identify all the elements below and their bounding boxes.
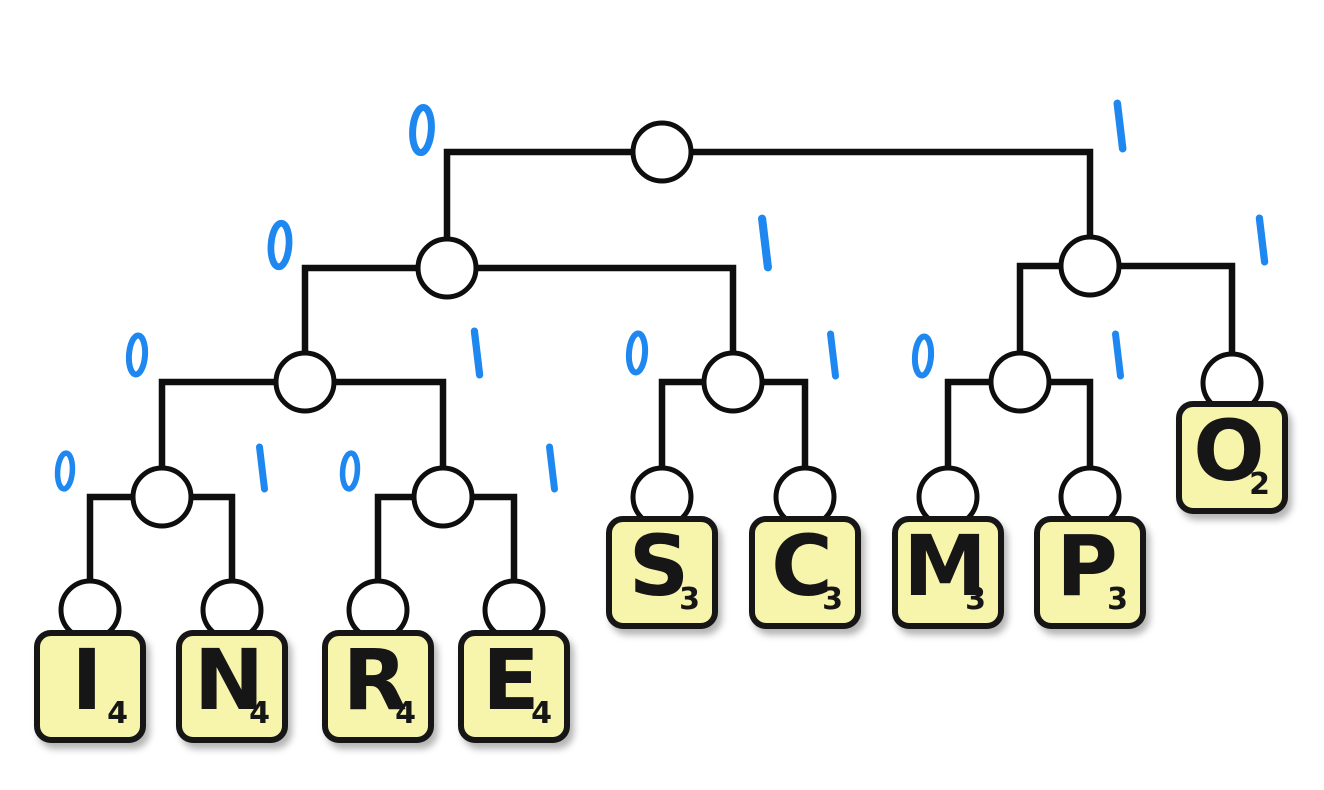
digit-1-stroke bbox=[758, 214, 772, 272]
bit-label-1 bbox=[758, 214, 772, 272]
edge-root-n6 bbox=[662, 148, 1094, 266]
digit-0-stroke bbox=[409, 103, 435, 157]
node-leaf-s bbox=[630, 465, 694, 529]
digit-0-stroke bbox=[54, 450, 76, 492]
digit-0-stroke bbox=[625, 330, 649, 376]
bit-label-1 bbox=[546, 443, 558, 493]
digit-0-stroke bbox=[911, 333, 935, 379]
edge-n6-leaf-o bbox=[1090, 262, 1236, 383]
edge-n1-n3 bbox=[447, 264, 737, 382]
digit-1-stroke bbox=[1112, 330, 1124, 380]
node-leaf-e bbox=[482, 578, 546, 642]
node-n7 bbox=[988, 350, 1052, 414]
bit-label-0 bbox=[54, 450, 76, 492]
bit-label-0 bbox=[125, 332, 149, 378]
digit-0-stroke bbox=[339, 450, 361, 492]
digit-1-stroke bbox=[470, 327, 484, 379]
edge-n1-n2 bbox=[301, 264, 447, 382]
node-n5 bbox=[411, 465, 475, 529]
node-n6 bbox=[1058, 234, 1122, 298]
bit-label-1 bbox=[256, 443, 268, 493]
digit-1-stroke bbox=[256, 443, 268, 493]
node-n3 bbox=[701, 350, 765, 414]
bit-label-0 bbox=[911, 333, 935, 379]
edge-n2-n5 bbox=[305, 378, 447, 497]
bit-label-0 bbox=[267, 219, 293, 271]
node-root bbox=[630, 120, 694, 184]
edges bbox=[86, 148, 1236, 610]
node-leaf-o bbox=[1200, 351, 1264, 415]
bit-labels bbox=[54, 99, 1269, 493]
digit-1-stroke bbox=[546, 443, 558, 493]
edge-n2-n4 bbox=[158, 378, 305, 497]
digit-1-stroke bbox=[827, 330, 839, 380]
digit-1-stroke bbox=[1113, 99, 1127, 153]
node-leaf-c bbox=[773, 465, 837, 529]
bit-label-1 bbox=[1113, 99, 1127, 153]
digit-0-stroke bbox=[125, 332, 149, 378]
bit-label-0 bbox=[339, 450, 361, 492]
node-leaf-p bbox=[1058, 465, 1122, 529]
node-n1 bbox=[415, 236, 479, 300]
bit-label-1 bbox=[1112, 330, 1124, 380]
digit-1-stroke bbox=[1255, 214, 1269, 266]
node-n2 bbox=[273, 350, 337, 414]
node-leaf-i bbox=[58, 578, 122, 642]
bit-label-1 bbox=[1255, 214, 1269, 266]
node-n4 bbox=[130, 465, 194, 529]
edge-root-n1 bbox=[443, 148, 662, 268]
nodes bbox=[58, 120, 1264, 642]
bit-label-0 bbox=[625, 330, 649, 376]
bit-label-1 bbox=[827, 330, 839, 380]
bit-label-1 bbox=[470, 327, 484, 379]
node-leaf-n bbox=[200, 578, 264, 642]
digit-0-stroke bbox=[267, 219, 293, 271]
bit-label-0 bbox=[409, 103, 435, 157]
node-leaf-r bbox=[346, 578, 410, 642]
node-leaf-m bbox=[916, 465, 980, 529]
